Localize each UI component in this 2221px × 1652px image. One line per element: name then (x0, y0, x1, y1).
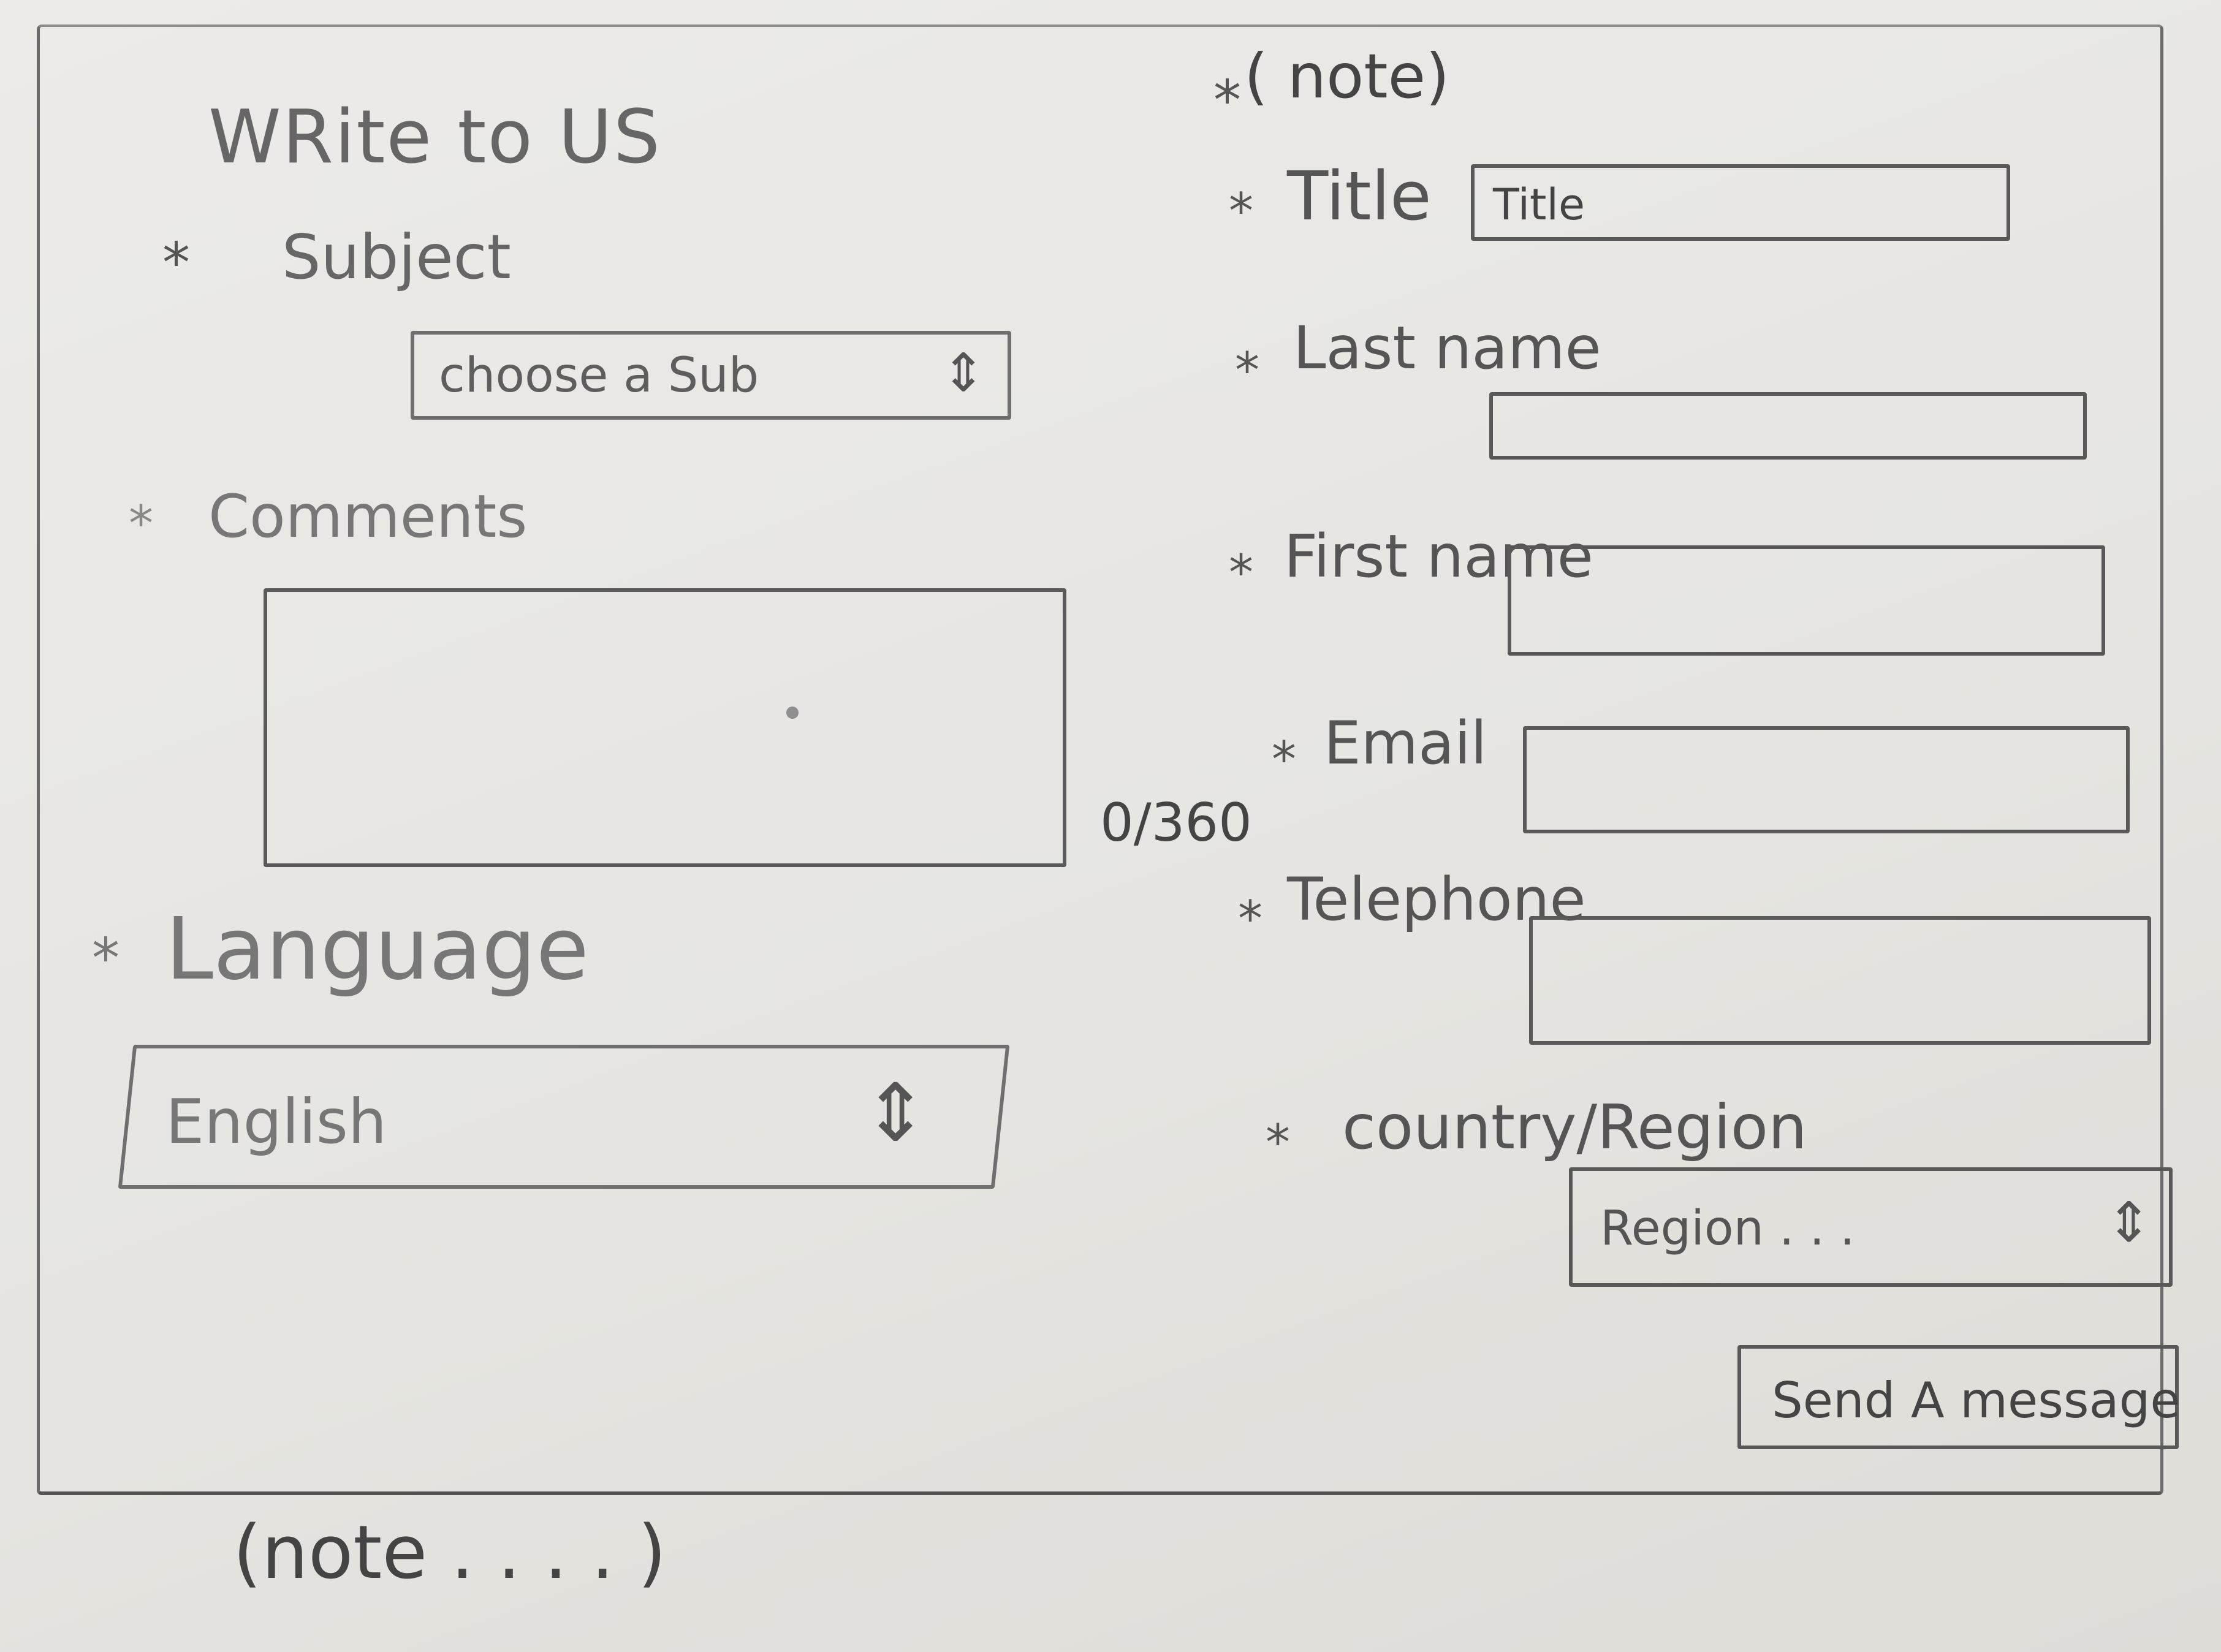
select-arrows-icon: ⇕ (862, 1066, 929, 1159)
country-region-label: country/Region (1342, 1091, 1807, 1163)
subject-label: Subject (282, 221, 511, 293)
required-marker: * (1229, 544, 1253, 601)
region-select[interactable]: Region . . . ⇕ (1569, 1167, 2173, 1287)
required-marker: * (1235, 342, 1259, 399)
send-message-button-label: Send A message (1772, 1372, 2181, 1429)
language-select-value: English (165, 1086, 387, 1158)
email-label: Email (1324, 709, 1487, 778)
title-input-value: Title (1493, 180, 1585, 230)
last-name-label: Last name (1293, 314, 1601, 382)
required-marker: * (1229, 183, 1253, 240)
first-name-label: First name (1284, 522, 1593, 591)
comments-textarea[interactable] (264, 588, 1066, 867)
subject-select-value: choose a Sub (439, 348, 759, 403)
required-marker: * (1266, 1114, 1290, 1171)
page-title: WRite to US (208, 95, 662, 180)
first-name-input[interactable] (1508, 545, 2105, 656)
email-input[interactable] (1523, 726, 2130, 833)
telephone-input[interactable] (1529, 916, 2151, 1045)
required-marker: * (129, 495, 153, 552)
required-marker: * (1272, 731, 1296, 788)
send-message-button[interactable]: Send A message (1737, 1345, 2181, 1449)
last-name-input[interactable] (1489, 392, 2087, 460)
title-label: Title (1287, 157, 1432, 235)
subject-select[interactable]: choose a Sub ⇕ (411, 331, 1011, 420)
region-select-value: Region . . . (1600, 1201, 1855, 1256)
select-arrows-icon: ⇕ (941, 343, 986, 404)
form-note: ( note) (1244, 40, 1450, 112)
required-marker: * (1213, 69, 1241, 133)
form-frame (37, 25, 2163, 1495)
textarea-dot-mark (786, 707, 799, 719)
footer-note: (note . . . . ) (233, 1510, 667, 1596)
char-counter: 0/360 (1100, 792, 1252, 854)
language-select[interactable]: English ⇕ (118, 1045, 1010, 1189)
required-marker: * (1238, 890, 1262, 947)
title-input[interactable]: Title (1471, 164, 2010, 241)
select-arrows-icon: ⇕ (2106, 1191, 2152, 1255)
language-label: Language (165, 900, 589, 999)
comments-label: Comments (208, 482, 528, 551)
required-marker: * (162, 231, 190, 295)
required-marker: * (92, 926, 120, 991)
